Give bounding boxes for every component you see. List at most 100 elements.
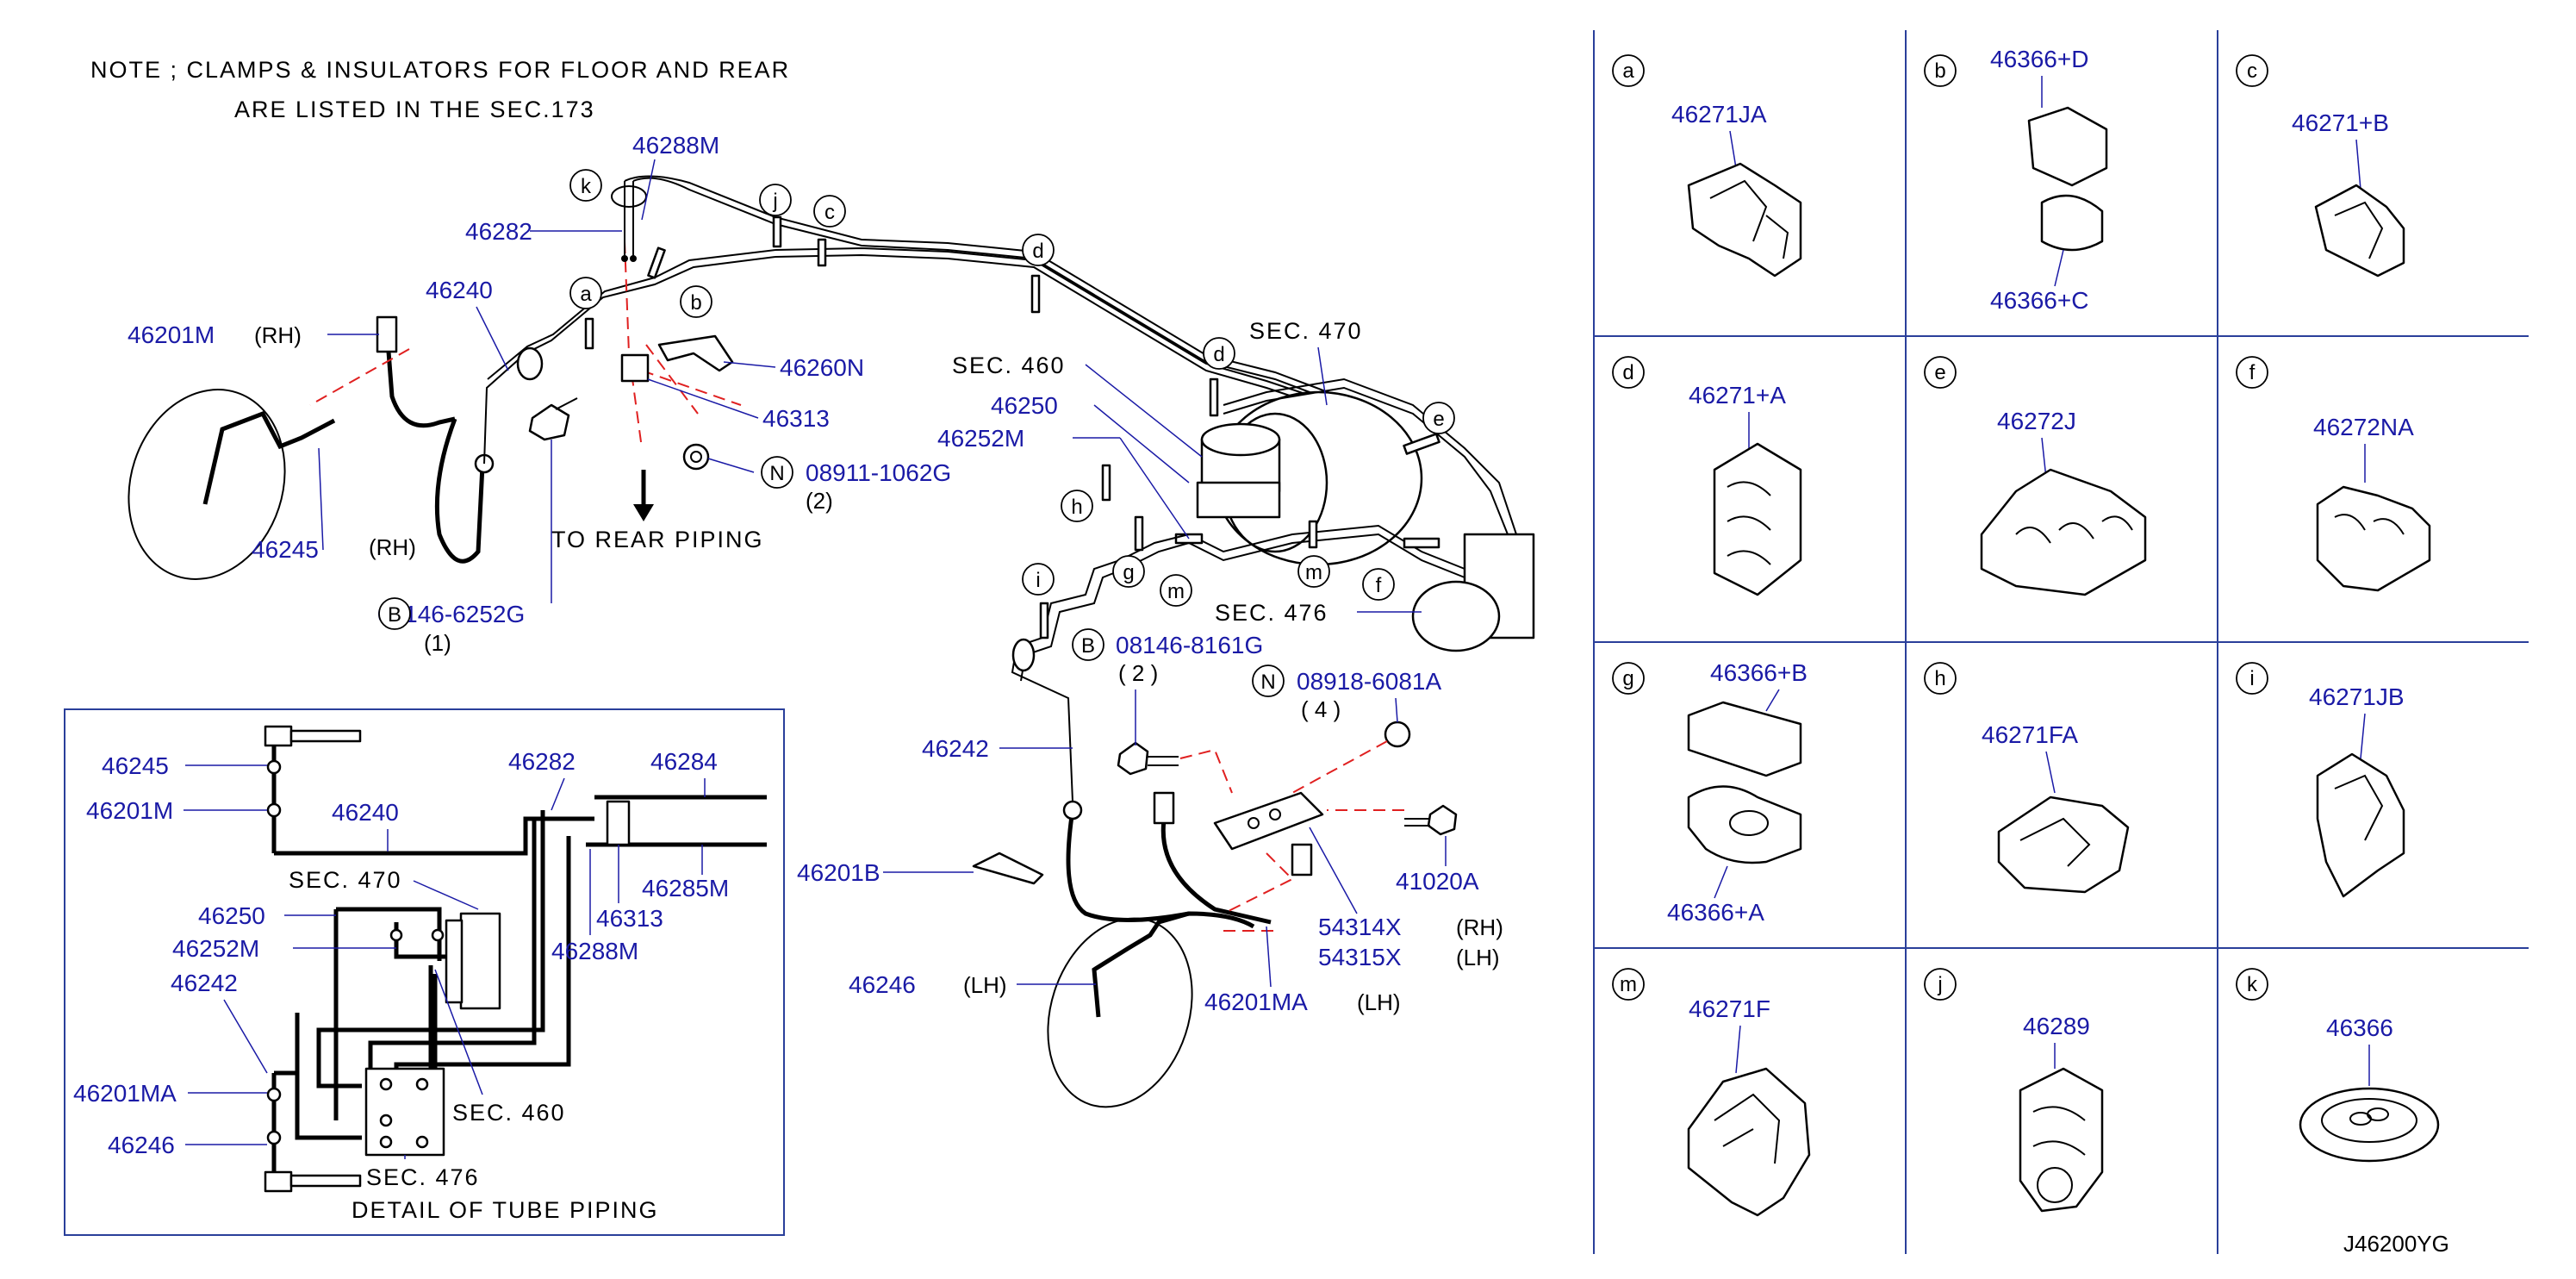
label-54314X: 54314X bbox=[1318, 914, 1402, 940]
cell-k: k 46366 bbox=[2236, 968, 2440, 1163]
clip-h bbox=[1101, 464, 1111, 502]
bolt-41020A bbox=[1404, 804, 1458, 836]
grommet-46366-shape bbox=[2299, 1087, 2440, 1163]
detail-label-46246: 46246 bbox=[108, 1132, 175, 1158]
label-qty-2a: (2) bbox=[806, 488, 833, 514]
cell-k-letter: k bbox=[2247, 973, 2258, 996]
detail-label-46252M: 46252M bbox=[172, 935, 259, 962]
insulator-46366C-shape bbox=[2040, 194, 2104, 252]
note-line-1: NOTE ; CLAMPS & INSULATORS FOR FLOOR AND… bbox=[90, 57, 790, 83]
clip-g bbox=[1134, 515, 1144, 552]
detail-label-46282: 46282 bbox=[508, 748, 576, 775]
clip-46271JA-shape bbox=[1687, 162, 1802, 278]
part-46366A: 46366+A bbox=[1667, 899, 1764, 926]
grommet-rh bbox=[516, 346, 544, 381]
detail-label-46284: 46284 bbox=[650, 748, 718, 775]
cell-m: m 46271F bbox=[1612, 968, 1811, 1217]
clip-e bbox=[1403, 433, 1440, 455]
part-46289: 46289 bbox=[2023, 1013, 2090, 1039]
cell-j-letter: j bbox=[1937, 973, 1942, 996]
callout-e: e bbox=[1433, 408, 1444, 431]
label-46201B: 46201B bbox=[797, 859, 880, 886]
clip-46289-shape bbox=[2019, 1067, 2104, 1213]
front-lh-piping bbox=[972, 721, 1458, 1108]
label-lh-1: (LH) bbox=[1456, 945, 1500, 970]
label-rh-2: (RH) bbox=[369, 534, 416, 560]
callout-b: b bbox=[690, 291, 701, 315]
drawing-code: J46200YG bbox=[2343, 1231, 2449, 1257]
bracket-lh-lower bbox=[1291, 843, 1313, 877]
insulator-46366A-shape bbox=[1687, 785, 1802, 864]
cell-h: h 46271FA bbox=[1924, 662, 2130, 894]
detail-label-sec-460: SEC. 460 bbox=[452, 1100, 566, 1126]
tube-46282-rh bbox=[483, 256, 776, 465]
hose-46240-rh bbox=[385, 340, 456, 428]
callout-h: h bbox=[1071, 496, 1082, 519]
clip-46272J-shape bbox=[1980, 468, 2147, 596]
callout-B-2: B bbox=[1081, 634, 1095, 658]
nut-08918 bbox=[1384, 721, 1411, 748]
leader-red-2 bbox=[624, 240, 643, 449]
detail-label-46201MA: 46201MA bbox=[73, 1080, 177, 1107]
main-tube-2 bbox=[624, 175, 1345, 399]
detail-label-46313: 46313 bbox=[596, 905, 663, 932]
callout-f: f bbox=[1376, 574, 1382, 597]
part-46271B: 46271+B bbox=[2292, 109, 2389, 136]
callout-k: k bbox=[581, 175, 592, 198]
detail-label-sec-470: SEC. 470 bbox=[289, 867, 402, 893]
detail-label-46245: 46245 bbox=[102, 752, 169, 779]
label-qty-1: (1) bbox=[424, 630, 451, 656]
clip-f bbox=[1403, 537, 1440, 549]
label-08146-8161G: 08146-8161G bbox=[1116, 632, 1263, 658]
tube-46245 bbox=[202, 410, 336, 505]
detail-label-46250: 46250 bbox=[198, 902, 265, 929]
main-labels: 46288M 46282 46240 46201M (RH) 46260N 46… bbox=[128, 132, 1503, 1015]
cell-c: c 46271+B bbox=[2236, 54, 2405, 278]
label-rh-1: (RH) bbox=[254, 322, 302, 348]
detail-connector-46313 bbox=[606, 800, 631, 846]
detail-abs bbox=[364, 1067, 445, 1157]
bracket-46201B bbox=[972, 852, 1044, 885]
detail-label-sec-476: SEC. 476 bbox=[366, 1164, 480, 1190]
callout-d-2: d bbox=[1213, 343, 1224, 366]
clip-46272NA-shape bbox=[2316, 485, 2431, 592]
clip-46271F-shape bbox=[1687, 1067, 1811, 1217]
cell-e-letter: e bbox=[1934, 361, 1945, 384]
callout-g: g bbox=[1123, 561, 1134, 584]
callout-B-1: B bbox=[388, 603, 401, 627]
clip-d-lower bbox=[1209, 377, 1219, 417]
cell-f: f 46272NA bbox=[2236, 356, 2431, 592]
wheel-outline-lh bbox=[1047, 917, 1193, 1108]
clip-a-rh bbox=[584, 317, 594, 350]
label-46242: 46242 bbox=[922, 735, 989, 762]
label-qty-2b: ( 2 ) bbox=[1118, 660, 1158, 686]
detail-label-46285M: 46285M bbox=[642, 875, 729, 902]
cell-i-letter: i bbox=[2249, 667, 2254, 690]
bolt-08146-6252G bbox=[528, 397, 578, 441]
label-46246: 46246 bbox=[849, 971, 916, 998]
part-46366D: 46366+D bbox=[1990, 46, 2088, 72]
callout-a: a bbox=[580, 283, 592, 306]
hose-46201MA bbox=[1160, 814, 1272, 925]
callout-m-2: m bbox=[1305, 561, 1322, 584]
clip-i bbox=[1039, 602, 1049, 640]
leader-red-1 bbox=[309, 348, 410, 406]
connector-46313 bbox=[620, 353, 650, 383]
insulator-46366D-shape bbox=[2027, 106, 2108, 187]
bracket-46260N bbox=[657, 334, 734, 372]
part-46272J: 46272J bbox=[1997, 408, 2076, 434]
cell-c-letter: c bbox=[2247, 59, 2257, 83]
leader-red-4 bbox=[641, 370, 742, 406]
part-46366: 46366 bbox=[2326, 1014, 2393, 1041]
callouts-main: k j c d a b d e h g m m f i B N B N bbox=[378, 169, 1455, 697]
label-46313: 46313 bbox=[762, 405, 830, 432]
label-lh-2: (LH) bbox=[963, 972, 1007, 998]
hose-bracket-rh bbox=[376, 315, 398, 353]
detail-label-46242: 46242 bbox=[171, 970, 238, 996]
brake-booster-assembly bbox=[1011, 377, 1535, 802]
cell-m-letter: m bbox=[1620, 973, 1637, 996]
cell-g-letter: g bbox=[1622, 667, 1633, 690]
label-46240: 46240 bbox=[426, 277, 493, 303]
hose-loop-rh bbox=[434, 418, 485, 564]
